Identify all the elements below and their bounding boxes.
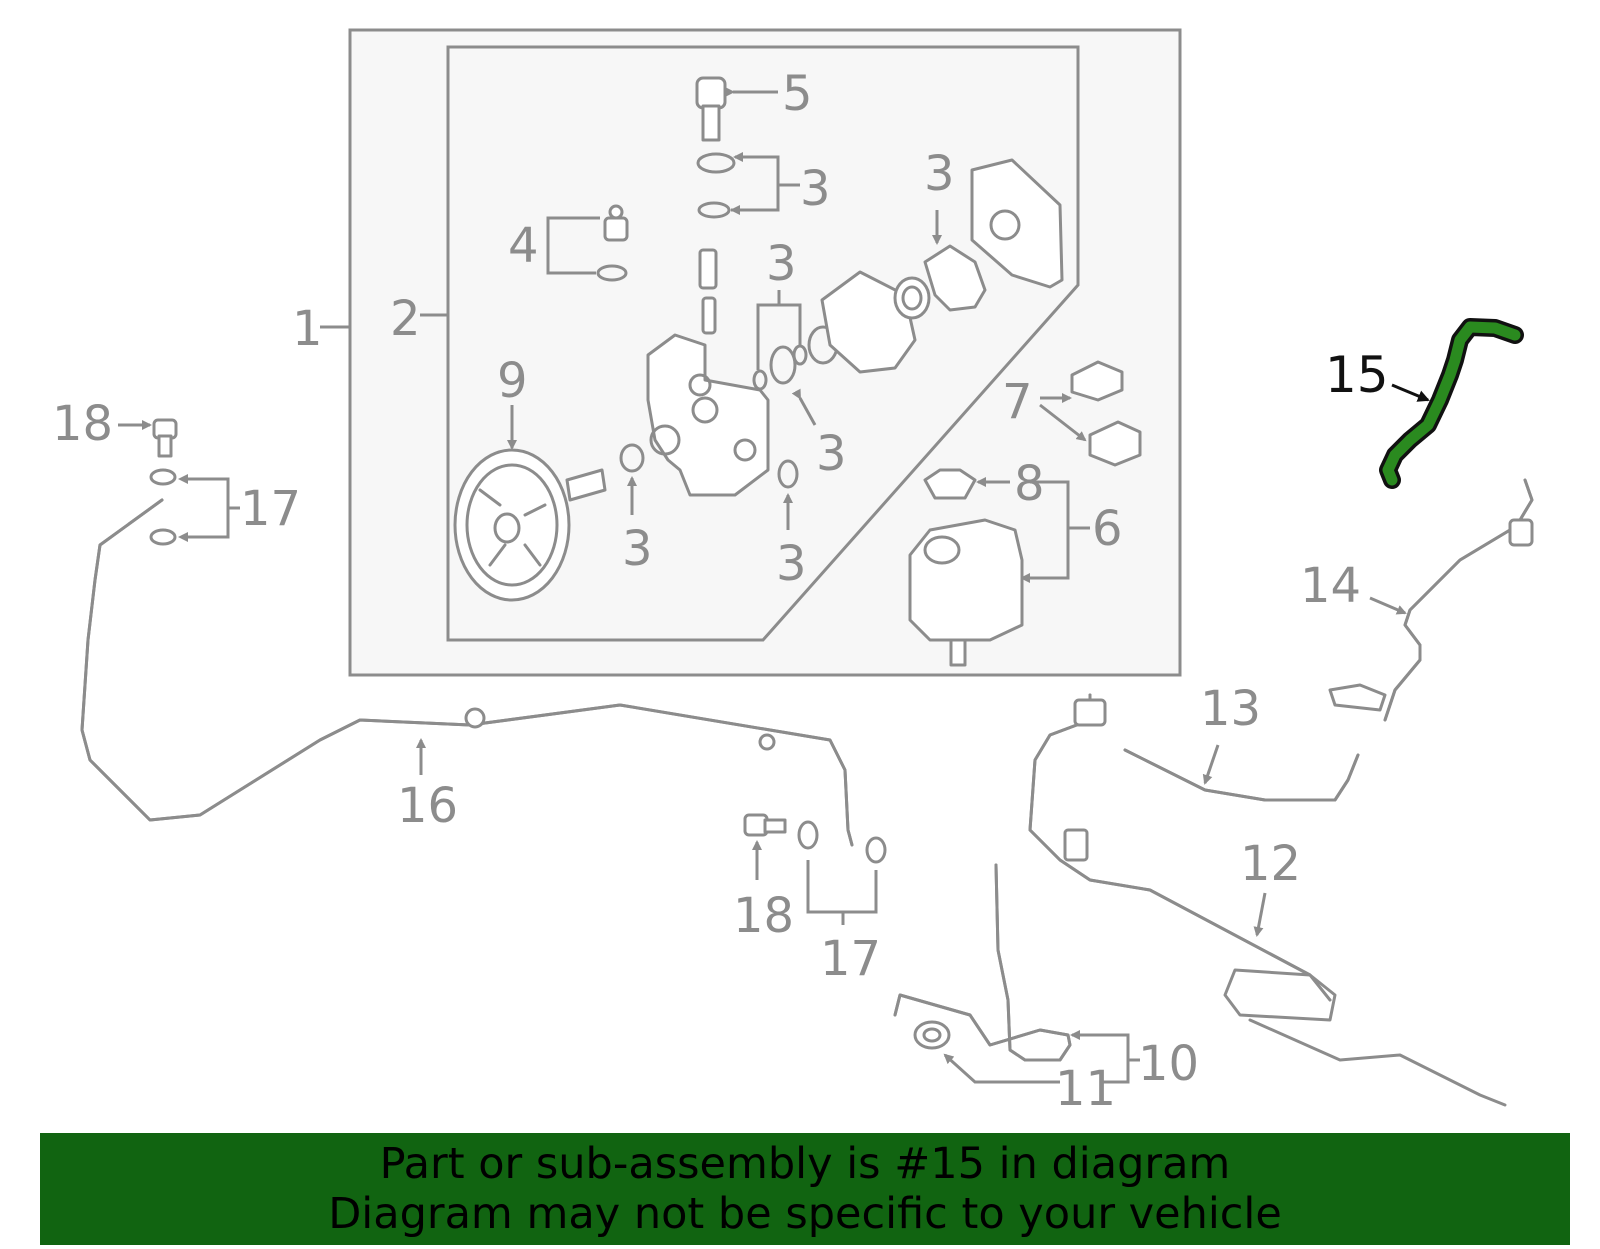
part-13-tube <box>1123 744 1360 802</box>
callout-11: 11 <box>1055 1061 1116 1117</box>
part-info-banner: Part or sub-assembly is #15 in diagram D… <box>40 1133 1570 1245</box>
callout-13: 13 <box>1200 681 1261 737</box>
callout-3-d: 3 <box>816 426 847 482</box>
callout-17-top: 17 <box>240 481 301 537</box>
assembly-box-2 <box>446 45 1080 642</box>
callout-10: 10 <box>1138 1036 1199 1092</box>
part-12-return-line <box>1028 693 1507 1107</box>
part-10-hose <box>893 863 1140 1084</box>
part-7-clips <box>1039 360 1142 467</box>
callout-14: 14 <box>1300 558 1361 614</box>
callout-5: 5 <box>782 66 813 122</box>
part-14-tube <box>1328 478 1534 722</box>
callout-15-highlighted: 15 <box>1325 346 1389 404</box>
banner-line-1: Part or sub-assembly is #15 in diagram <box>379 1139 1231 1189</box>
part-2-pump-body <box>646 333 770 497</box>
part-cam-plate <box>820 158 1064 374</box>
callout-6: 6 <box>1092 501 1123 557</box>
callout-3-e: 3 <box>622 521 653 577</box>
part-4-valve <box>546 204 629 282</box>
callout-3-c: 3 <box>766 236 797 292</box>
part-9-pulley <box>453 405 607 602</box>
banner-line-2: Diagram may not be specific to your vehi… <box>328 1189 1282 1239</box>
part-15-hose-highlighted <box>1379 318 1524 489</box>
part-11-clamp <box>913 1020 1060 1084</box>
callout-12: 12 <box>1240 836 1301 892</box>
callout-18-bottom: 18 <box>733 888 794 944</box>
callout-7: 7 <box>1002 374 1033 430</box>
part-8-cap <box>923 468 1090 583</box>
part-18-bolt-left <box>118 418 178 458</box>
callout-4: 4 <box>508 218 539 274</box>
callout-3-a: 3 <box>800 161 831 217</box>
callout-8: 8 <box>1014 456 1045 512</box>
callout-2: 2 <box>390 291 421 347</box>
part-6-reservoir <box>908 518 1024 667</box>
callout-3-b: 3 <box>924 146 955 202</box>
callout-16: 16 <box>397 778 458 834</box>
part-5-banjo-bolt <box>695 76 778 142</box>
part-16-pressure-hose <box>80 498 854 847</box>
callout-9: 9 <box>497 353 528 409</box>
callout-17-bottom: 17 <box>820 931 881 987</box>
callout-1: 1 <box>292 301 323 357</box>
callout-3-f: 3 <box>776 536 807 592</box>
part-18-bolt-bottom <box>743 813 787 880</box>
callout-18-top: 18 <box>52 396 113 452</box>
